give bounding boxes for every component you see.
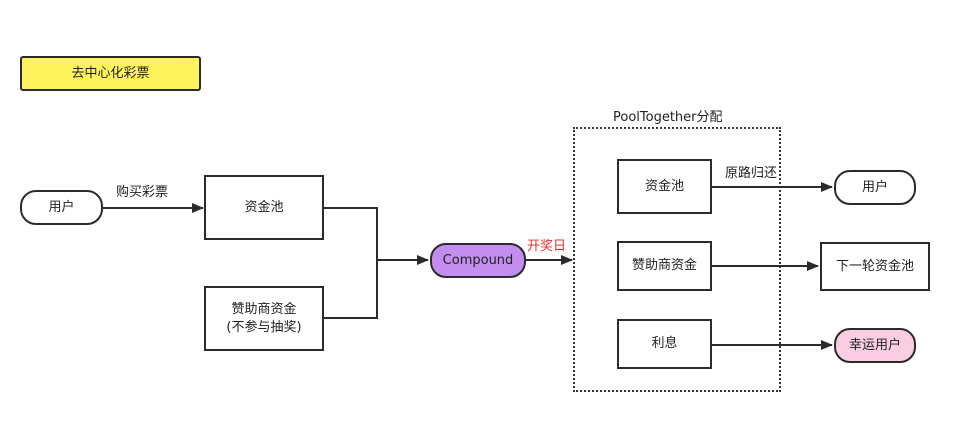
node-next-pool: 下一轮资金池 bbox=[820, 242, 930, 291]
node-lucky-user-text: 幸运用户 bbox=[848, 337, 901, 353]
node-user-right: 用户 bbox=[834, 170, 916, 205]
node-pool-fund: 资金池 bbox=[617, 159, 712, 214]
label-buy: 购买彩票 bbox=[116, 185, 169, 200]
node-compound-text: Compound bbox=[442, 252, 514, 268]
node-user-right-text: 用户 bbox=[861, 179, 888, 195]
node-pool-interest: 利息 bbox=[617, 319, 712, 369]
node-lucky-user: 幸运用户 bbox=[834, 328, 916, 363]
node-pool-sponsor: 赞助商资金 bbox=[617, 241, 712, 291]
node-next-pool-text: 下一轮资金池 bbox=[835, 258, 914, 274]
node-user-left: 用户 bbox=[20, 190, 103, 225]
node-pool-interest-text: 利息 bbox=[651, 336, 678, 351]
node-fund-pool-text: 资金池 bbox=[244, 199, 284, 215]
pooltogether-frame bbox=[573, 127, 781, 392]
node-fund-pool: 资金池 bbox=[204, 175, 324, 240]
node-compound: Compound bbox=[430, 243, 526, 278]
title-box: 去中心化彩票 bbox=[20, 56, 201, 91]
label-return: 原路归还 bbox=[725, 166, 778, 181]
edge-pool-merge bbox=[324, 207, 378, 260]
label-pooltogether: PoolTogether分配 bbox=[613, 110, 723, 125]
edge-sponsor-merge bbox=[324, 260, 378, 319]
title-text: 去中心化彩票 bbox=[71, 65, 150, 81]
node-sponsor-line1: 赞助商资金 bbox=[231, 301, 297, 317]
node-sponsor-funds: 赞助商资金 (不参与抽奖) bbox=[204, 286, 324, 351]
node-sponsor-line2: (不参与抽奖) bbox=[226, 319, 302, 335]
node-pool-fund-text: 资金池 bbox=[644, 178, 684, 194]
node-user-left-text: 用户 bbox=[48, 199, 75, 215]
node-pool-sponsor-text: 赞助商资金 bbox=[631, 258, 697, 273]
label-draw-day: 开奖日 bbox=[527, 239, 567, 254]
